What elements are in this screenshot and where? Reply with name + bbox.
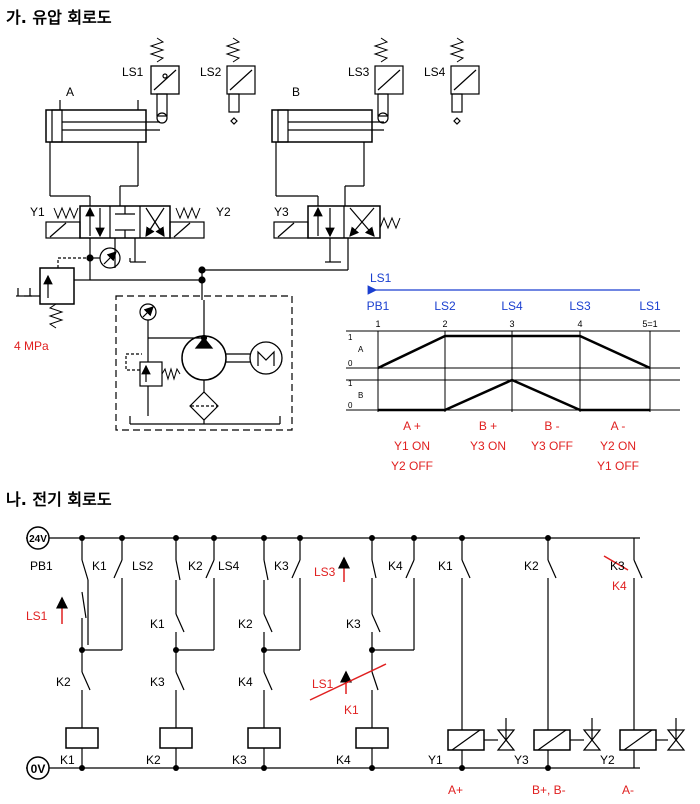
row-b-tick-0: 0 [348, 401, 353, 410]
solenoid-y3-label: Y3 [514, 753, 529, 767]
supply-24v-label: 24V [29, 534, 47, 545]
electric-ladder [26, 537, 686, 769]
coil-k2-label: K2 [146, 753, 161, 767]
contact-k2-low: K2 [56, 675, 71, 689]
power-unit [115, 295, 293, 431]
step-note-2-line-2: Y3 ON [470, 439, 506, 453]
y3-label: Y3 [274, 205, 289, 219]
contact-k1-mid: K1 [150, 617, 165, 631]
step-note-1-line-3: Y2 OFF [391, 459, 433, 473]
k1-red-label: K1 [344, 703, 359, 717]
step-note-4-line-2: Y2 ON [600, 439, 636, 453]
valve-b [273, 205, 401, 263]
cylinder-b [271, 109, 384, 143]
cylinder-b-label: B [292, 85, 300, 99]
electric-section-title: 나. 전기 회로도 [6, 490, 112, 509]
step-note-4-line-3: Y1 OFF [597, 459, 639, 473]
cylinder-a-label: A [66, 85, 74, 99]
step-note-2-line-1: B + [479, 419, 497, 433]
row-a-tick-0: 0 [348, 359, 353, 368]
contact-k4-top: K4 [388, 559, 403, 573]
contact-k2-top: K2 [188, 559, 203, 573]
displacement-step-diagram: LS1 PB1 LS2 LS4 LS3 LS1 1 2 3 4 5=1 [346, 271, 680, 473]
contact-k3-top: K3 [274, 559, 289, 573]
coil-k1-label: K1 [60, 753, 75, 767]
contact-k1-output: K1 [438, 559, 453, 573]
row-a-label: A [358, 345, 364, 354]
pb1-label: PB1 [30, 559, 53, 573]
supply-0v: 0V [26, 756, 50, 780]
step-event-3: LS4 [501, 299, 523, 313]
row-b-label: B [358, 391, 363, 400]
ls1-crossed-label: LS1 [312, 677, 334, 691]
step-note-1-line-1: A + [403, 419, 421, 433]
ls3-label: LS3 [348, 65, 370, 79]
hydraulic-section-title: 가. 유압 회로도 [6, 8, 112, 27]
hydraulic-circuit [16, 37, 480, 431]
row-b-tick-1: 1 [348, 379, 353, 388]
pressure-gauge [99, 247, 121, 269]
ls3-red-label: LS3 [314, 565, 336, 579]
ls4-contact-label: LS4 [218, 559, 240, 573]
step-number-2: 2 [442, 319, 447, 329]
output-label-2: B+, B- [532, 783, 566, 797]
output-label-1: A+ [448, 783, 463, 797]
step-note-3-line-1: B - [544, 419, 559, 433]
ls1-label: LS1 [122, 65, 144, 79]
contact-k3-low: K3 [150, 675, 165, 689]
valve-a [45, 205, 205, 263]
cylinder-a [45, 100, 160, 143]
contact-k2-mid: K2 [238, 617, 253, 631]
step-number-1: 1 [375, 319, 380, 329]
pressure-label: 4 MPa [14, 339, 49, 353]
supply-24v: 24V [26, 526, 50, 550]
output-label-3: A- [622, 783, 634, 797]
step-note-1-line-2: Y1 ON [394, 439, 430, 453]
solenoid-y1-label: Y1 [428, 753, 443, 767]
step-note-3-line-2: Y3 OFF [531, 439, 573, 453]
contact-k2-output: K2 [524, 559, 539, 573]
contact-k1-top: K1 [92, 559, 107, 573]
cylinder-b-motion [378, 378, 650, 412]
ls2-label: LS2 [200, 65, 222, 79]
supply-0v-label: 0V [31, 762, 46, 776]
return-label: LS1 [370, 271, 392, 285]
limit-switch-ls2 [225, 37, 256, 125]
solenoid-y2-label: Y2 [600, 753, 615, 767]
step-event-5: LS1 [639, 299, 661, 313]
contact-k4-low: K4 [238, 675, 253, 689]
limit-switch-ls1 [149, 37, 180, 124]
coil-k3-label: K3 [232, 753, 247, 767]
ls2-contact-label: LS2 [132, 559, 154, 573]
ls1-red-label: LS1 [26, 609, 48, 623]
limit-switch-ls3 [373, 37, 404, 124]
y1-label: Y1 [30, 205, 45, 219]
step-event-2: LS2 [434, 299, 456, 313]
step-event-4: LS3 [569, 299, 591, 313]
step-number-4: 4 [577, 319, 582, 329]
cylinder-a-motion [377, 334, 651, 370]
step-note-4-line-1: A - [611, 419, 626, 433]
row-a-tick-1: 1 [348, 333, 353, 342]
k4-red-label: K4 [612, 579, 627, 593]
contact-k3-mid: K3 [346, 617, 361, 631]
y2-label: Y2 [216, 205, 231, 219]
coil-k4-label: K4 [336, 753, 351, 767]
step-number-5: 5=1 [642, 319, 657, 329]
ls4-label: LS4 [424, 65, 446, 79]
contact-k3-crossed: K3 [610, 559, 625, 573]
limit-switch-ls4 [449, 37, 480, 125]
relief-valve [16, 257, 90, 329]
step-number-3: 3 [509, 319, 514, 329]
step-event-1: PB1 [367, 299, 390, 313]
